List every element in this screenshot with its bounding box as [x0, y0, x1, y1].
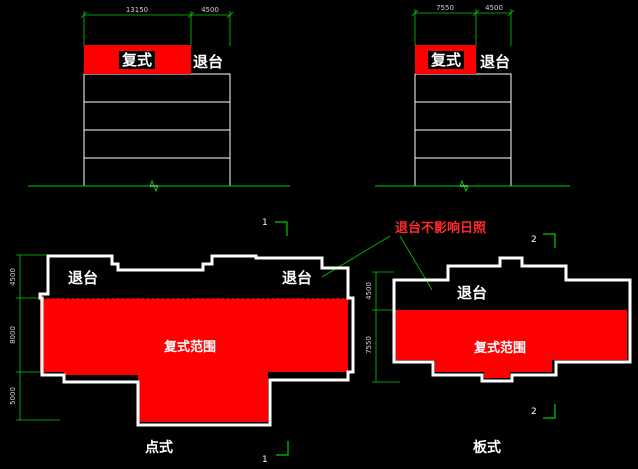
point-plan-terrace-right: 退台 [282, 269, 312, 287]
right-elevation-building [414, 73, 512, 187]
point-plan-duplex-area [40, 298, 348, 422]
right-elevation-dim-1: 7550 [436, 4, 454, 12]
slab-plan-dimensions [372, 271, 400, 383]
point-plan-duplex-label: 复式范围 [163, 339, 216, 355]
point-plan-dim-2: 8000 [9, 326, 17, 344]
slab-plan-section-mark-top: 2 [531, 235, 537, 245]
right-elevation-dim-2: 4500 [485, 4, 503, 12]
point-plan-section-marks [275, 221, 289, 456]
left-elevation-duplex-label: 复式 [121, 51, 152, 69]
slab-plan-outline [392, 256, 632, 383]
left-elevation-duplex-label-box [119, 51, 155, 69]
slab-plan-dim-2: 7550 [365, 336, 373, 354]
left-elevation-dim-2: 4500 [201, 6, 219, 14]
right-elevation-terrace-label: 退台 [480, 53, 510, 71]
point-plan-caption: 点式 [145, 439, 173, 456]
annotation-label: 退台不影响日照 [395, 220, 486, 236]
point-plan-dim-3: 5000 [9, 387, 17, 405]
point-plan-outline [38, 254, 355, 427]
slab-plan-caption: 板式 [473, 439, 501, 456]
left-elevation-dimension [80, 11, 234, 46]
left-elevation-building [83, 73, 231, 187]
point-plan-section-mark-top: 1 [262, 218, 268, 228]
point-plan-section-mark-bottom: 1 [262, 455, 268, 465]
slab-plan-section-mark-bottom: 2 [531, 407, 537, 417]
slab-plan-duplex-label: 复式范围 [473, 340, 526, 356]
slab-plan-section-marks [543, 233, 556, 419]
right-elevation-ground-line [375, 179, 570, 193]
point-plan: 4500 8000 5000 退台 退台 复式范围 1 1 点式 [9, 218, 355, 465]
slab-plan-duplex-area [395, 310, 627, 378]
slab-plan-dim-1: 4500 [365, 282, 373, 300]
right-elevation: 7550 4500 复式 退台 [375, 4, 570, 193]
right-elevation-dimension [411, 9, 515, 46]
left-elevation-terrace-label: 退台 [193, 53, 223, 71]
point-plan-dim-1: 4500 [9, 268, 17, 286]
right-elevation-duplex-label-box [428, 51, 464, 69]
point-plan-terrace-left: 退台 [68, 269, 98, 287]
annotation-leaders [321, 235, 433, 291]
left-elevation-ground-line [28, 179, 290, 193]
slab-plan: 4500 7550 退台 复式范围 2 2 板式 [365, 233, 632, 456]
right-elevation-duplex-label: 复式 [430, 51, 461, 69]
left-elevation: 13150 4500 复式 退台 [28, 6, 290, 193]
slab-plan-terrace: 退台 [457, 284, 487, 302]
left-elevation-dim-1: 13150 [126, 6, 148, 14]
